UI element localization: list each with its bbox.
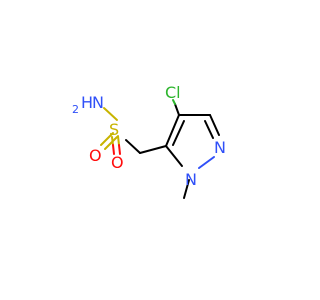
atom-nh2-n: N [92, 93, 104, 112]
bond-c3-n2-inner [204, 120, 214, 139]
atom-o-left: O [89, 146, 102, 165]
atom-n-methyl: N [185, 170, 197, 189]
atom-cl: Cl [165, 83, 181, 102]
bond-ch2-s [125, 139, 141, 154]
bond-s-o-1b [104, 136, 118, 150]
bond-ch2-c5 [139, 145, 167, 154]
bond-s-o-2b [117, 135, 120, 146]
molecule-structure: Cl S O O N N H 2 N [72, 83, 226, 199]
atom-n-ring: N [214, 138, 226, 157]
bond-c5-c4 [165, 114, 180, 147]
bond-s-n [103, 107, 118, 121]
bond-n1-c5 [165, 145, 183, 167]
bond-s-o-2a [111, 136, 114, 146]
atom-labels: Cl S O O N N H 2 N [72, 83, 226, 189]
bond-s-o-1a [100, 132, 114, 146]
atom-o-lower: O [111, 153, 124, 172]
bond-n1-ch3 [183, 179, 190, 199]
atom-nh2-h: H [81, 93, 93, 112]
bond-n2-n1 [198, 156, 215, 169]
bond-s-o-2a-red [112, 144, 115, 155]
bond-c4-cl-green [172, 99, 176, 105]
bond-s-o-2b-red [118, 144, 121, 155]
bond-c4-cl [174, 103, 180, 116]
bonds [100, 99, 220, 199]
atom-s: S [109, 120, 119, 139]
atom-nh2-sub: 2 [72, 103, 79, 116]
bond-c5-c4-inner [172, 120, 185, 146]
bond-c3-n2 [209, 114, 220, 136]
